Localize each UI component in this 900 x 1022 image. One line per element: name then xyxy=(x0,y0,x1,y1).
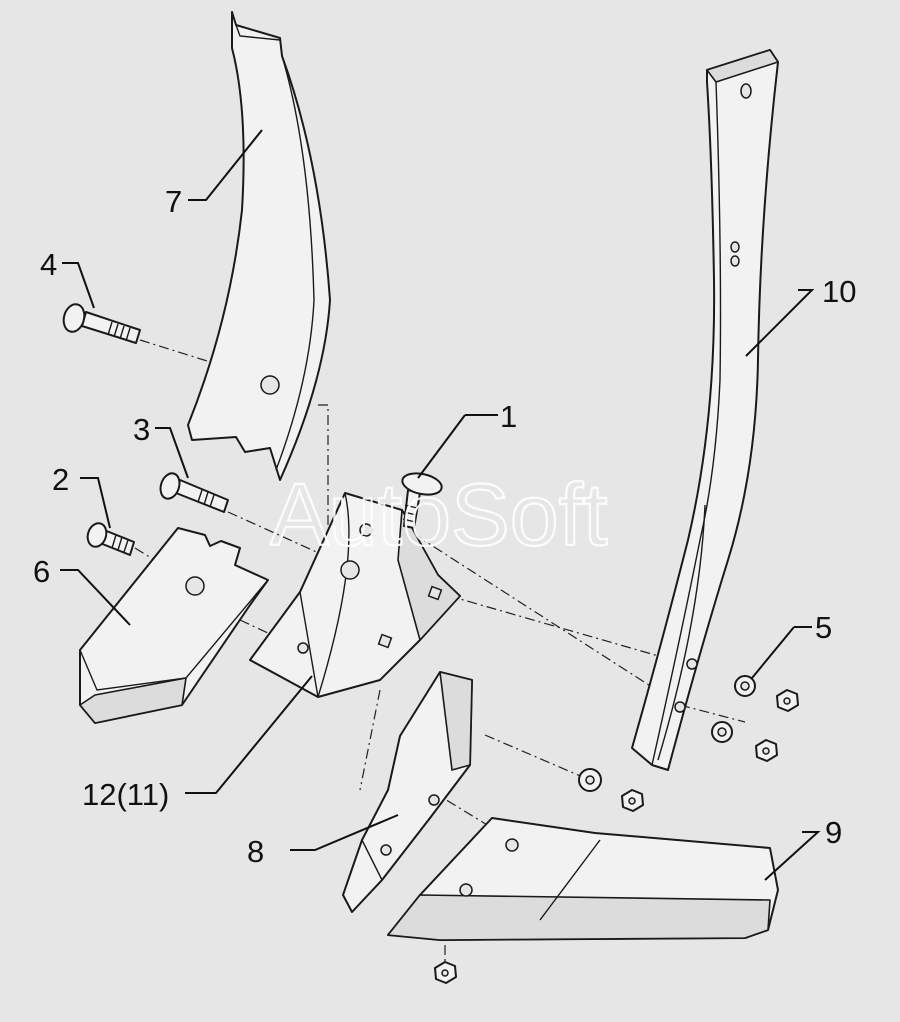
part-4-bolt xyxy=(62,303,141,344)
part-9-wing-blade xyxy=(387,817,779,941)
callout-6: 6 xyxy=(33,554,50,589)
callout-3: 3 xyxy=(133,412,150,447)
part-2-bolt xyxy=(86,522,135,556)
callout-5: 5 xyxy=(815,610,832,645)
part-1-bolt xyxy=(401,472,443,529)
callout-7: 7 xyxy=(165,184,182,219)
callout-labels: 1 2 3 4 5 6 7 8 9 10 12(11) xyxy=(33,184,856,869)
callout-8: 8 xyxy=(247,834,264,869)
part-10-standard-shank xyxy=(631,49,779,771)
callout-9: 9 xyxy=(825,815,842,850)
part-7-moldboard-strip xyxy=(187,11,331,481)
part-12-11-share-body xyxy=(249,492,461,698)
part-8-wing-plate xyxy=(342,671,473,913)
callout-12-11: 12(11) xyxy=(82,777,169,812)
callout-4: 4 xyxy=(40,247,57,282)
part-5-washers-and-nuts xyxy=(434,675,799,984)
callout-1: 1 xyxy=(500,399,517,434)
part-3-bolt xyxy=(159,472,229,513)
leader-lines xyxy=(60,129,821,881)
part-6-share-point xyxy=(79,527,269,724)
callout-2: 2 xyxy=(52,462,69,497)
watermark-text: AutoSoft xyxy=(270,465,608,564)
callout-10: 10 xyxy=(822,274,856,309)
